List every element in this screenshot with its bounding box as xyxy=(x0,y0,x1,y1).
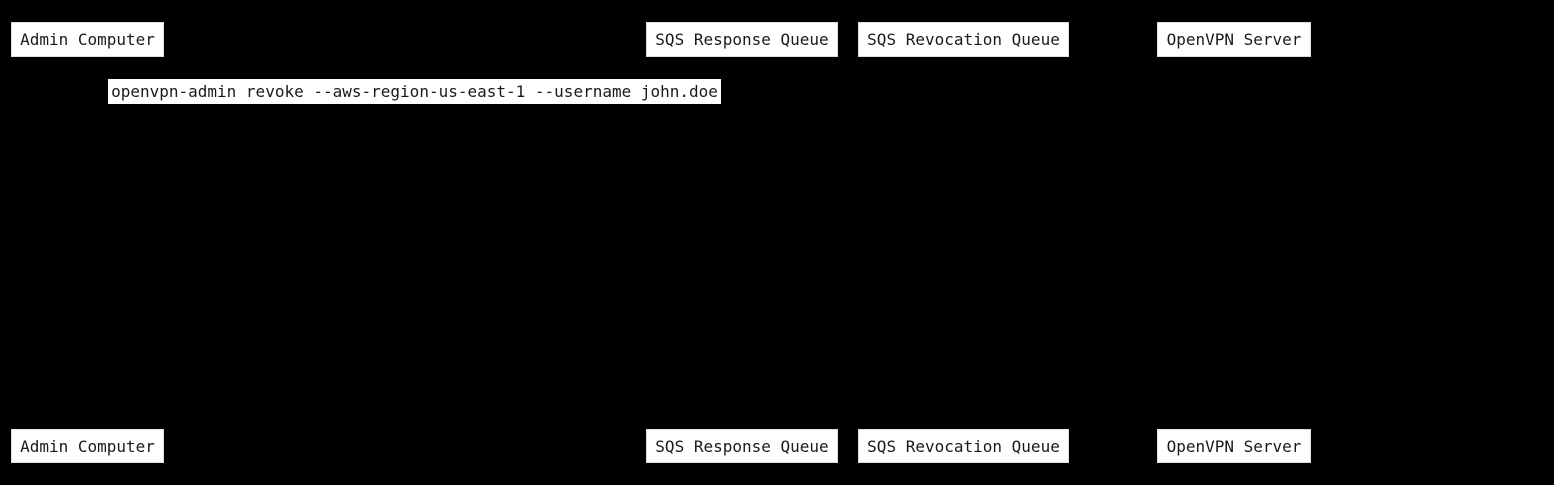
actor-bottom-openvpn-server: OpenVPN Server xyxy=(1157,429,1311,463)
actor-bottom-sqs-response-queue: SQS Response Queue xyxy=(646,429,838,463)
actor-bottom-sqs-revocation-queue: SQS Revocation Queue xyxy=(858,429,1069,463)
message-label-revoke-command: openvpn-admin revoke --aws-region-us-eas… xyxy=(108,79,721,104)
actor-top-sqs-revocation-queue: SQS Revocation Queue xyxy=(858,22,1069,57)
actor-bottom-admin-computer: Admin Computer xyxy=(11,429,164,463)
message-text: openvpn-admin revoke --aws-region-us-eas… xyxy=(111,82,718,101)
actor-top-openvpn-server: OpenVPN Server xyxy=(1157,22,1311,57)
actor-label: SQS Response Queue xyxy=(655,30,829,49)
actor-label: OpenVPN Server xyxy=(1166,436,1302,456)
actor-top-sqs-response-queue: SQS Response Queue xyxy=(646,22,838,57)
actor-label: SQS Revocation Queue xyxy=(867,30,1060,49)
actor-label: Admin Computer xyxy=(20,436,155,456)
actor-top-admin-computer: Admin Computer xyxy=(11,22,164,57)
actor-label: SQS Revocation Queue xyxy=(867,436,1060,456)
actor-label: SQS Response Queue xyxy=(655,436,829,456)
actor-label: Admin Computer xyxy=(20,30,155,49)
actor-label: OpenVPN Server xyxy=(1166,30,1302,49)
